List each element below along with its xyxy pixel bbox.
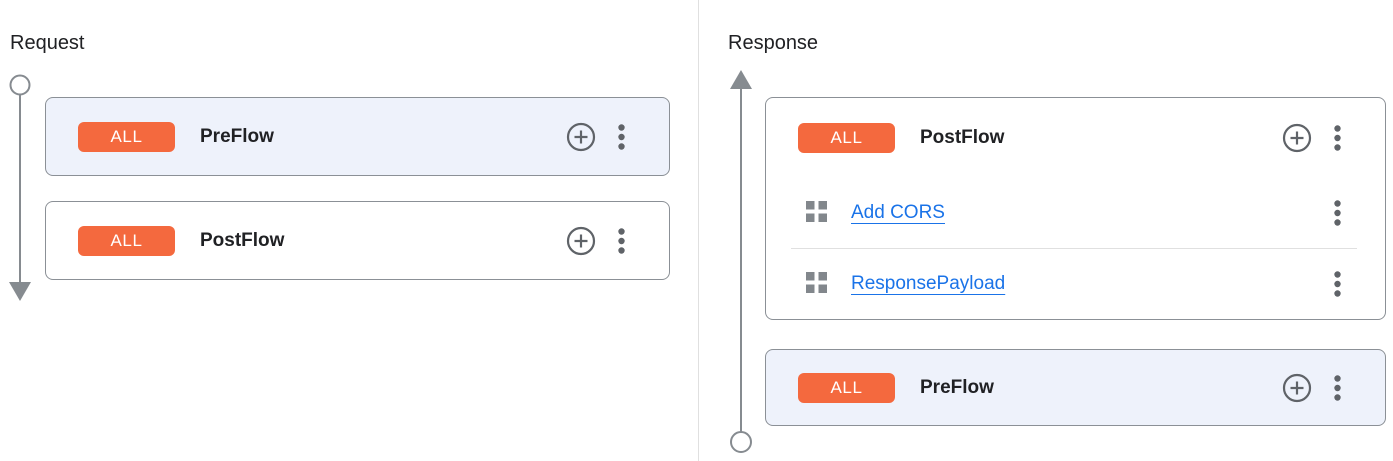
flow-card-request-preflow[interactable]: ALL PreFlow (45, 97, 670, 176)
flow-more-options-button[interactable] (618, 123, 625, 150)
flow-card-request-postflow[interactable]: ALL PostFlow (45, 201, 670, 280)
policy-row-responsepayload: ResponsePayload (766, 249, 1385, 319)
add-circle-icon (566, 226, 596, 256)
response-panel-title: Response (728, 31, 819, 54)
flow-card-response-preflow[interactable]: ALL PreFlow (765, 349, 1386, 426)
add-policy-button[interactable] (1282, 123, 1312, 153)
request-panel: Request ALL PreFlow (9, 31, 670, 301)
add-circle-icon (1282, 373, 1312, 403)
policy-drag-handle[interactable] (806, 201, 827, 225)
policy-link-responsepayload[interactable]: ResponsePayload (851, 273, 1006, 294)
flow-more-options-button[interactable] (1334, 374, 1341, 401)
flow-condition-badge: ALL (798, 372, 895, 403)
flow-condition-badge: ALL (798, 123, 895, 153)
add-policy-button[interactable] (1282, 373, 1312, 403)
flow-more-options-button[interactable] (1334, 125, 1341, 151)
request-flow-cards: ALL PreFlow ALL P (45, 97, 670, 280)
policy-row-add-cors: Add CORS (766, 178, 1385, 248)
request-panel-title: Request (10, 31, 85, 54)
add-policy-button[interactable] (566, 122, 596, 152)
request-flow-direction-arrow-down (9, 74, 31, 301)
flow-more-options-button[interactable] (618, 227, 625, 254)
flow-name: PostFlow (920, 127, 1005, 148)
response-flow-cards: ALL PostFlow (765, 97, 1386, 426)
flow-condition-badge: ALL (78, 121, 175, 152)
flow-name: PreFlow (920, 376, 994, 398)
policy-link-add-cors[interactable]: Add CORS (851, 202, 945, 223)
grid-drag-icon (806, 272, 827, 296)
flow-name: PreFlow (200, 125, 274, 147)
kebab-menu-icon (1334, 200, 1341, 226)
policy-more-options-button[interactable] (1334, 271, 1341, 297)
kebab-menu-icon (618, 227, 625, 254)
flow-condition-badge: ALL (78, 225, 175, 256)
flow-header-response-postflow[interactable]: ALL PostFlow (766, 98, 1385, 178)
kebab-menu-icon (1334, 125, 1341, 151)
kebab-menu-icon (1334, 374, 1341, 401)
response-panel: Response ALL PostFlow (699, 0, 1393, 461)
add-circle-icon (1282, 123, 1312, 153)
flow-card-response-postflow: ALL PostFlow (765, 97, 1386, 320)
panel-divider (698, 0, 699, 461)
add-circle-icon (566, 122, 596, 152)
kebab-menu-icon (618, 123, 625, 150)
response-flow-direction-arrow-up (730, 70, 752, 453)
policy-row-divider (791, 248, 1357, 249)
grid-drag-icon (806, 201, 827, 225)
flow-name: PostFlow (200, 229, 285, 251)
kebab-menu-icon (1334, 271, 1341, 297)
policy-drag-handle[interactable] (806, 272, 827, 296)
policy-more-options-button[interactable] (1334, 200, 1341, 226)
add-policy-button[interactable] (566, 226, 596, 256)
